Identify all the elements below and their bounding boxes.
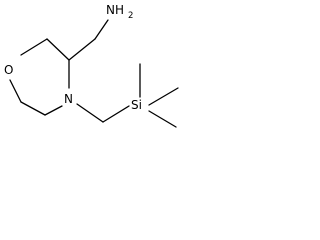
bond-c2-c3	[46, 38, 70, 61]
bond-n4-ch2	[76, 103, 104, 123]
atom-label-ring-nitrogen: N	[64, 92, 73, 106]
bond-si-methyl-right	[148, 87, 179, 106]
bond-c6-c5	[20, 101, 46, 116]
bond-c5-n4	[44, 105, 63, 116]
bond-ch2-si	[102, 105, 130, 123]
structure-diagram: NH 2 O N Si	[4, 3, 179, 128]
bond-si-methyl-bottom	[148, 110, 177, 128]
bond-c2-o1	[20, 38, 48, 56]
atom-label-silicon: Si	[131, 98, 142, 112]
atom-label-ring-oxygen: O	[4, 63, 13, 77]
atom-label-amine: NH	[106, 3, 124, 17]
bond-o1-c6	[9, 79, 22, 103]
atom-label-amine-subscript: 2	[128, 11, 133, 21]
bond-amine-ch2	[94, 19, 109, 40]
bond-ch2-c3	[68, 38, 96, 61]
